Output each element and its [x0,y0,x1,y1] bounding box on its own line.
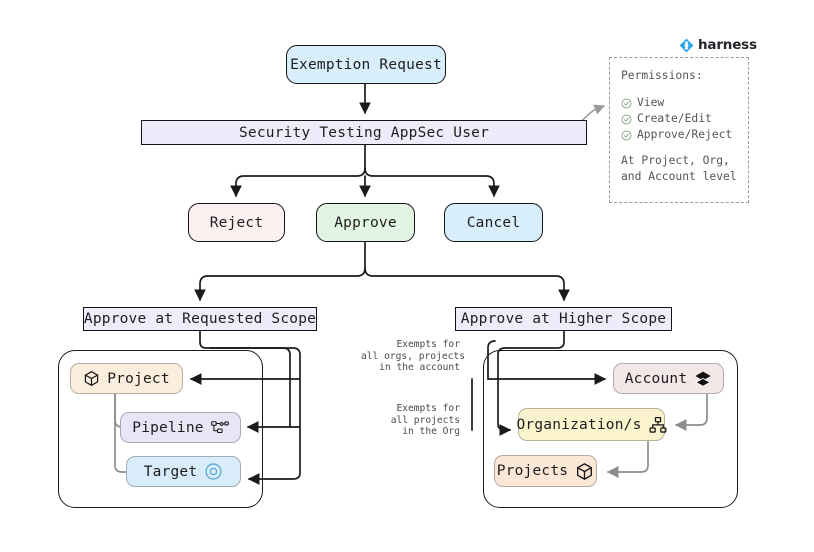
permissions-list: View Create/Edit Approve/Reject [621,95,748,143]
chip-projects[interactable]: Projects [494,455,597,487]
requested-scope-container [58,350,263,508]
node-approve-at-requested-scope[interactable]: Approve at Requested Scope [83,307,317,331]
annotation-org-exempt: Exempts for all projects in the Org [390,403,460,438]
chip-label: Pipeline [132,419,204,436]
brand-name: harness [698,37,757,53]
target-icon [204,462,223,481]
permission-label: Create/Edit [637,112,712,125]
node-label: Exemption Request [290,56,442,73]
node-approve[interactable]: Approve [316,203,415,242]
node-actor-security-testing-appsec-user[interactable]: Security Testing AppSec User [141,120,587,145]
org-chart-icon [649,416,667,434]
node-exemption-request[interactable]: Exemption Request [286,45,446,84]
permissions-footer-line-1: At Project, Org, [621,154,730,167]
node-label: Reject [209,214,264,231]
permissions-panel: Permissions: View Create/Edit Approve/Re… [609,57,749,203]
annotation-account-exempt: Exempts for all orgs, projects in the ac… [361,339,465,374]
permissions-title: Permissions: [621,69,703,82]
chip-target[interactable]: Target [126,456,241,487]
chip-project[interactable]: Project [70,363,183,394]
permission-item: Create/Edit [621,111,748,127]
node-cancel[interactable]: Cancel [444,203,543,242]
node-approve-at-higher-scope[interactable]: Approve at Higher Scope [455,307,672,331]
chip-label: Account [624,370,688,387]
chip-pipeline[interactable]: Pipeline [120,412,241,443]
chip-label: Projects [496,463,569,479]
check-circle-icon [621,114,632,125]
permission-label: View [637,96,665,109]
cube-icon [83,370,100,387]
permission-label: Approve/Reject [637,128,733,141]
permission-item: Approve/Reject [621,127,748,143]
layers-icon [694,370,712,388]
node-label: Cancel [466,214,521,231]
check-circle-icon [621,98,632,109]
permission-item: View [621,95,748,111]
check-circle-icon [621,130,632,141]
chip-label: Organization/s [516,416,642,433]
cube-icon [575,462,594,481]
chip-account[interactable]: Account [613,363,724,394]
harness-brand: harness [679,37,757,53]
chip-organizations[interactable]: Organization/s [516,408,667,441]
node-label: Approve [334,214,397,231]
permissions-footer: At Project, Org, and Account level [621,153,748,185]
node-label: Approve at Requested Scope [83,311,317,327]
chip-label: Target [143,463,198,480]
higher-scope-container [483,350,738,508]
node-label: Security Testing AppSec User [238,124,490,141]
pipeline-icon [210,420,229,436]
chip-label: Project [107,370,170,387]
permissions-footer-line-2: and Account level [621,170,737,183]
harness-diamond-icon [679,38,694,53]
node-label: Approve at Higher Scope [460,311,667,327]
node-reject[interactable]: Reject [188,203,285,242]
